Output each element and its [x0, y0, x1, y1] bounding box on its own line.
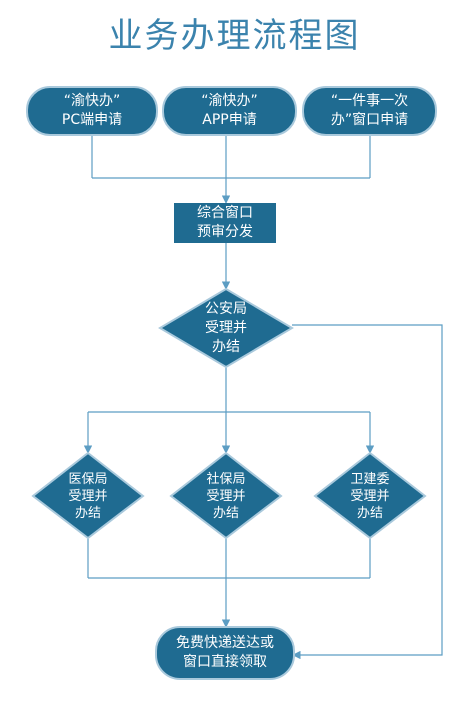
- police-label: 公安局 受理并 办结: [176, 294, 276, 362]
- medical-label: 医保局 受理并 办结: [48, 464, 128, 528]
- medical-line3: 办结: [74, 505, 101, 521]
- app-apply-line1: “渝快办”: [201, 93, 258, 109]
- app-apply-line2: APP申请: [202, 112, 257, 128]
- social-line3: 办结: [212, 505, 239, 521]
- review-line1: 综合窗口: [197, 205, 253, 221]
- pc-apply-node: [26, 86, 158, 136]
- medical-line2: 受理并: [68, 488, 108, 504]
- pc-apply-line1: “渝快办”: [63, 93, 121, 109]
- police-line3: 办结: [212, 338, 240, 355]
- health-line2: 受理并: [350, 488, 390, 504]
- health-line1: 卫建委: [350, 471, 390, 487]
- pc-apply-label: “渝快办” PC端申请: [27, 87, 157, 135]
- app-apply-label: “渝快办” APP申请: [163, 87, 296, 135]
- delivery-line2: 窗口直接领取: [183, 654, 267, 670]
- pc-apply-line2: PC端申请: [61, 112, 123, 128]
- delivery-node: [155, 626, 295, 680]
- window-apply-label: “一件事一次 办”窗口申请: [303, 87, 436, 135]
- window-apply-line1: “一件事一次: [330, 93, 409, 109]
- page-title: 业务办理流程图: [108, 16, 361, 56]
- medical-node: [31, 451, 145, 540]
- social-label: 社保局 受理并 办结: [186, 464, 266, 528]
- delivery-label: 免费快递送达或 窗口直接领取: [156, 627, 294, 679]
- police-bypass-arrow: [292, 324, 443, 660]
- app-apply-node: [162, 86, 297, 136]
- social-node: [169, 451, 283, 540]
- review-node: [174, 203, 276, 243]
- police-line1: 公安局: [205, 300, 247, 317]
- health-node: [313, 451, 427, 540]
- police-node: [158, 287, 294, 369]
- medical-line1: 医保局: [68, 471, 108, 487]
- social-line2: 受理并: [206, 488, 246, 504]
- review-line2: 预审分发: [197, 224, 253, 240]
- connectors: [83, 135, 443, 660]
- police-line2: 受理并: [205, 319, 247, 336]
- window-apply-line2: 办”窗口申请: [330, 112, 409, 128]
- review-label: 综合窗口 预审分发: [174, 203, 276, 243]
- health-label: 卫建委 受理并 办结: [330, 464, 410, 528]
- window-apply-node: [302, 86, 437, 136]
- health-line3: 办结: [356, 505, 383, 521]
- delivery-line1: 免费快递送达或: [176, 635, 274, 651]
- social-line1: 社保局: [206, 471, 246, 487]
